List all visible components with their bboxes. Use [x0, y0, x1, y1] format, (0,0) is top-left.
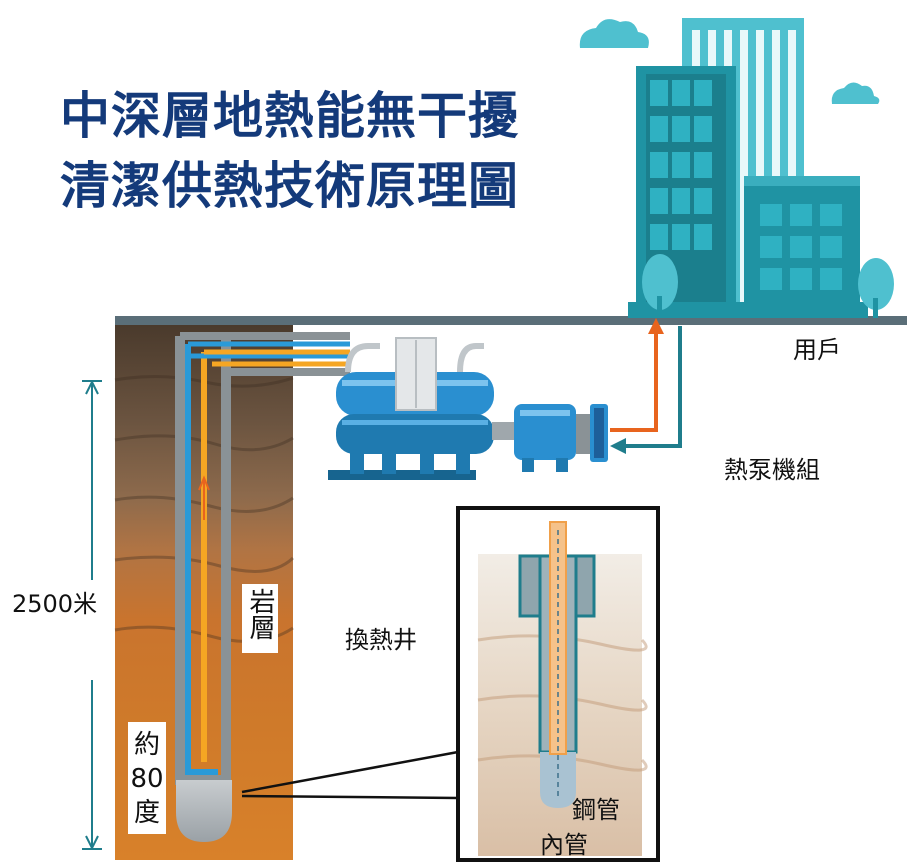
depth-arrow	[82, 379, 102, 851]
temperature-prefix: 約	[133, 730, 160, 760]
supply-flow-pipe	[610, 326, 658, 432]
tree-icon	[642, 254, 894, 318]
title-line-1: 中深層地熱能無干擾	[60, 86, 519, 145]
well-pipe-blue	[185, 344, 218, 775]
temperature-unit: 度	[133, 798, 160, 828]
pointer-lines	[241, 750, 459, 800]
steel-pipe-tip	[540, 752, 576, 808]
user-label: 用戶	[793, 336, 841, 364]
steel-pipe-label: 鋼管	[572, 796, 620, 824]
upflow-arrow	[198, 475, 210, 520]
heat-well-label: 換熱井	[345, 626, 417, 654]
inner-pipe-label: 內管	[540, 831, 588, 859]
rock-layer-label: 岩層	[242, 584, 278, 653]
cloud-icon	[579, 19, 880, 104]
temperature-value: 80	[130, 764, 164, 794]
drill-bit	[176, 780, 232, 842]
inset-strata	[477, 634, 648, 772]
rock-layer-text: 岩層	[245, 588, 275, 640]
return-arrow-icon	[610, 438, 626, 454]
building-icon	[628, 18, 868, 318]
depth-label: 2500米	[12, 584, 98, 619]
temperature-label: 約 80 度	[128, 722, 166, 834]
ground-line	[115, 316, 907, 325]
pipe-blue-horizontal	[188, 341, 350, 359]
pipe-orange-horizontal	[204, 349, 350, 367]
title-line-2: 清潔供熱技術原理圖	[60, 156, 519, 215]
supply-arrow-icon	[648, 318, 664, 334]
heat-pump-label: 熱泵機組	[724, 456, 820, 484]
heat-pump-icon	[328, 337, 608, 480]
return-flow-pipe	[618, 326, 682, 448]
